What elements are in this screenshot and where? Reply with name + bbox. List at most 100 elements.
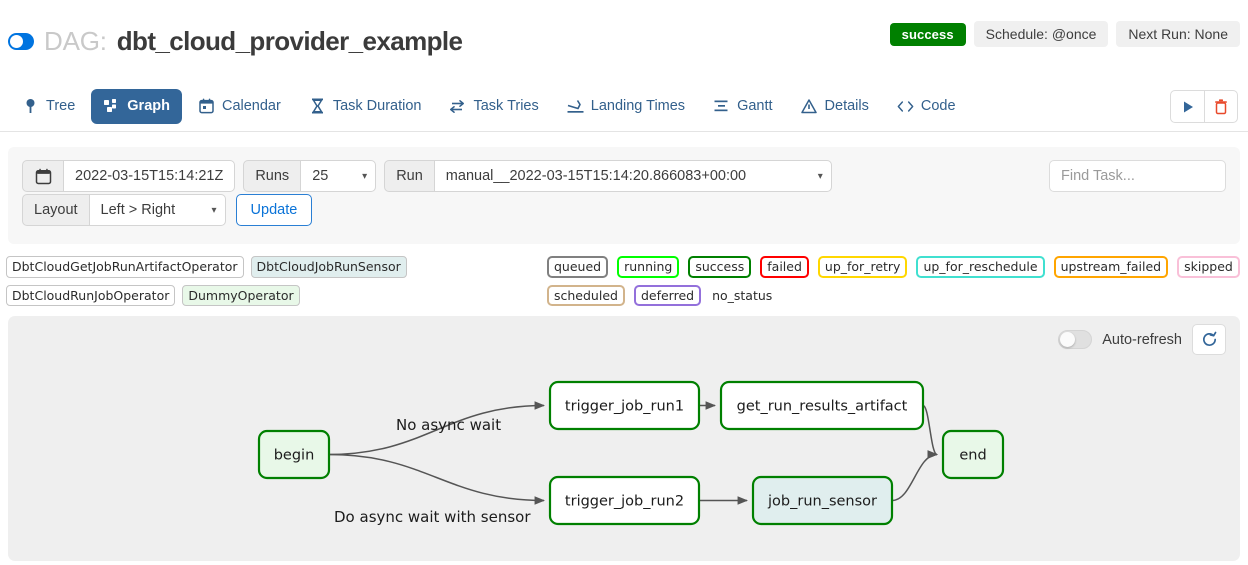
operator-chip: DbtCloudGetJobRunArtifactOperator [6, 256, 244, 278]
run-select[interactable]: manual__2022-03-15T15:14:20.866083+00:00… [433, 160, 832, 192]
node-label: begin [274, 448, 315, 464]
schedule-badge[interactable]: Schedule: @once [973, 21, 1109, 47]
base-date-input[interactable]: 2022-03-15T15:14:21Z [63, 160, 236, 192]
trash-icon [1215, 98, 1227, 114]
tab-list: Tree Graph Calendar Task Duration Task Tries… [10, 80, 968, 132]
state-chip: deferred [633, 284, 702, 307]
status-badge: success [889, 22, 966, 46]
graph-toolbar: Auto-refresh [1058, 324, 1226, 355]
state-chip: failed [760, 256, 809, 278]
graph-node-get_run_results_artifact[interactable]: get_run_results_artifact [719, 380, 925, 431]
hourglass-icon [309, 98, 326, 115]
tree-icon [22, 98, 39, 115]
operator-chip: DbtCloudRunJobOperator [6, 284, 176, 307]
graph-edge [328, 401, 546, 456]
tab-label: Gantt [737, 98, 773, 114]
state-chip: up_for_reschedule [916, 256, 1045, 278]
node-box [548, 475, 701, 526]
state-chip: no_status [712, 287, 773, 303]
find-task-input[interactable]: Find Task... [1049, 160, 1226, 192]
node-label: job_run_sensor [767, 494, 877, 510]
play-icon [1183, 101, 1193, 112]
tab-code[interactable]: Code [885, 89, 968, 124]
update-button[interactable]: Update [235, 194, 313, 226]
state-chip: running [617, 256, 680, 278]
graph-node-end[interactable]: end [941, 429, 1005, 480]
state-legend: queued running success failed up_for_retry up… [547, 256, 1247, 307]
dag-graph-panel: Auto-refresh begin trigger_job_run1 get_ru… [8, 316, 1240, 561]
controls-row-secondary: Layout Left > Right ▾ Update [22, 194, 313, 226]
next-run-badge[interactable]: Next Run: None [1116, 21, 1240, 47]
layout-label: Layout [22, 194, 90, 226]
edge-label: No async wait [396, 416, 501, 434]
node-label: get_run_results_artifact [737, 399, 908, 415]
tab-task-duration[interactable]: Task Duration [297, 89, 434, 124]
run-group: Run manual__2022-03-15T15:14:20.866083+0… [384, 160, 832, 192]
dag-title: DAG: dbt_cloud_provider_example [8, 26, 463, 57]
refresh-icon [1202, 331, 1216, 346]
tab-graph[interactable]: Graph [91, 88, 182, 124]
dag-prefix-label: DAG: [44, 26, 107, 56]
graph-node-trigger_job_run1[interactable]: trigger_job_run1 [548, 380, 701, 431]
trigger-dag-button[interactable] [1171, 91, 1204, 122]
dag-view-tabbar: Tree Graph Calendar Task Duration Task Tries… [0, 80, 1248, 132]
auto-refresh-label: Auto-refresh [1102, 331, 1182, 348]
page-header: DAG: dbt_cloud_provider_example success … [0, 0, 1248, 75]
state-chip: skipped [1177, 256, 1240, 278]
layout-select[interactable]: Left > Right ▾ [88, 194, 226, 226]
state-chip: up_for_retry [817, 256, 908, 278]
node-label: trigger_job_run2 [565, 494, 684, 510]
state-chip: success [688, 256, 752, 278]
state-chip: scheduled [547, 284, 625, 307]
tab-label: Calendar [221, 98, 281, 114]
run-select-value: manual__2022-03-15T15:14:20.866083+00:00 [445, 168, 747, 184]
tab-label: Task Duration [332, 98, 422, 114]
state-chip: queued [547, 256, 609, 278]
graph-node-job_run_sensor[interactable]: job_run_sensor [751, 475, 894, 526]
refresh-button[interactable] [1192, 324, 1226, 355]
tab-label: Code [920, 98, 956, 114]
runs-label: Runs [243, 160, 302, 192]
operator-chip: DummyOperator [182, 284, 300, 307]
run-label: Run [384, 160, 435, 192]
dag-graph-canvas[interactable]: begin trigger_job_run1 get_run_results_art… [8, 316, 1240, 561]
state-chip: upstream_failed [1053, 256, 1169, 278]
page-title: dbt_cloud_provider_example [116, 26, 463, 56]
tab-label: Tree [46, 98, 76, 114]
tab-calendar[interactable]: Calendar [186, 89, 293, 124]
chevron-down-icon: ▾ [211, 204, 217, 216]
graph-edge [922, 404, 939, 459]
landing-icon [567, 98, 584, 115]
graph-node-trigger_job_run2[interactable]: trigger_job_run2 [548, 475, 701, 526]
runs-select[interactable]: 25 ▾ [300, 160, 377, 192]
tab-gantt[interactable]: Gantt [701, 89, 784, 124]
retry-icon [449, 98, 466, 115]
node-label: end [959, 448, 986, 464]
calendar-icon[interactable] [22, 160, 64, 192]
tab-landing-times[interactable]: Landing Times [555, 89, 697, 124]
node-box [941, 429, 1005, 480]
dag-controls-panel: 2022-03-15T15:14:21Z Runs 25 ▾ Run manua… [8, 147, 1240, 244]
tab-details[interactable]: Details [789, 89, 881, 124]
tab-label: Landing Times [590, 98, 686, 114]
graph-node-begin[interactable]: begin [257, 429, 331, 480]
auto-refresh-toggle[interactable] [1058, 330, 1093, 349]
dag-action-buttons [1170, 90, 1238, 123]
node-label: trigger_job_run1 [565, 399, 684, 415]
base-date-group: 2022-03-15T15:14:21Z [22, 160, 236, 192]
dag-paused-toggle[interactable] [8, 33, 34, 50]
controls-row-primary: 2022-03-15T15:14:21Z Runs 25 ▾ Run manua… [22, 160, 832, 192]
node-box [751, 475, 894, 526]
calendar-icon [198, 98, 215, 115]
tab-label: Task Tries [473, 98, 539, 114]
tab-tree[interactable]: Tree [10, 89, 87, 124]
gantt-icon [713, 98, 730, 115]
node-box [719, 380, 925, 431]
tab-task-tries[interactable]: Task Tries [437, 89, 550, 124]
layout-group: Layout Left > Right ▾ [22, 194, 226, 226]
delete-dag-button[interactable] [1204, 91, 1237, 122]
chevron-down-icon: ▾ [362, 170, 368, 182]
layout-select-value: Left > Right [100, 202, 176, 218]
header-badges: success Schedule: @once Next Run: None [889, 21, 1240, 47]
runs-select-value: 25 [312, 168, 329, 184]
